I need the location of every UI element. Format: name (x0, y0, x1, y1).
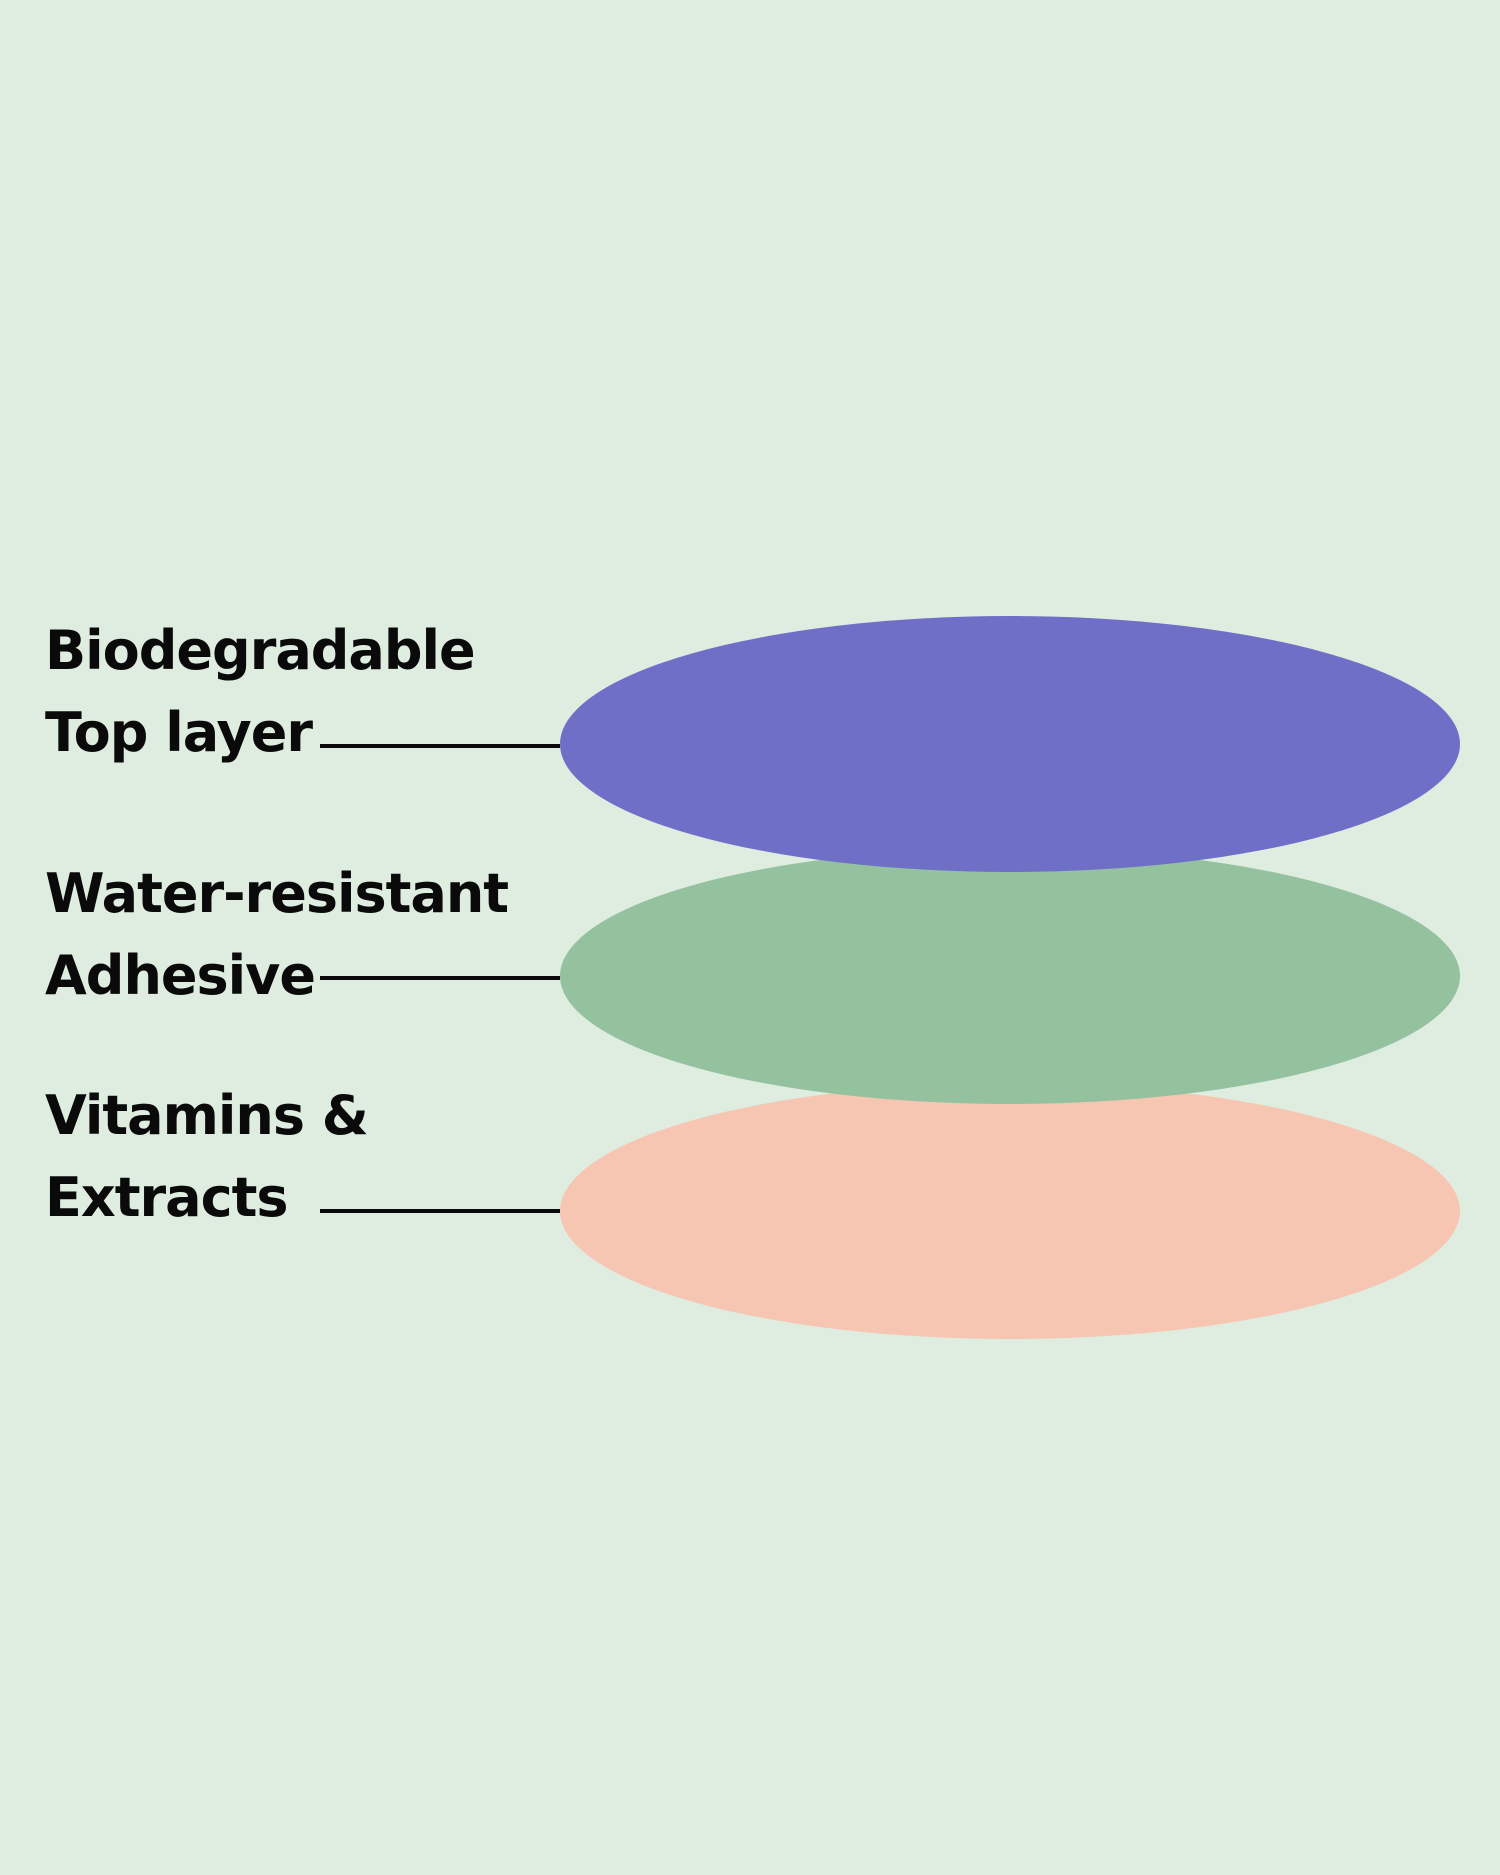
label-bot-line2: Extracts (45, 1166, 289, 1229)
label-bot-line1: Vitamins & (45, 1084, 369, 1147)
label-mid-line2: Adhesive (45, 944, 316, 1007)
label-water-resistant-adhesive: Water-resistant Adhesive (45, 853, 509, 1017)
label-biodegradable-top-layer: Biodegradable Top layer (45, 610, 476, 774)
vitamins-extracts-layer (560, 1083, 1460, 1339)
label-vitamins-extracts: Vitamins & Extracts (45, 1075, 369, 1239)
water-resistant-adhesive-layer (560, 848, 1460, 1104)
biodegradable-top-layer (560, 616, 1460, 872)
label-top-line1: Biodegradable (45, 619, 476, 682)
label-top-line2: Top layer (45, 701, 313, 764)
label-mid-line1: Water-resistant (45, 862, 509, 925)
